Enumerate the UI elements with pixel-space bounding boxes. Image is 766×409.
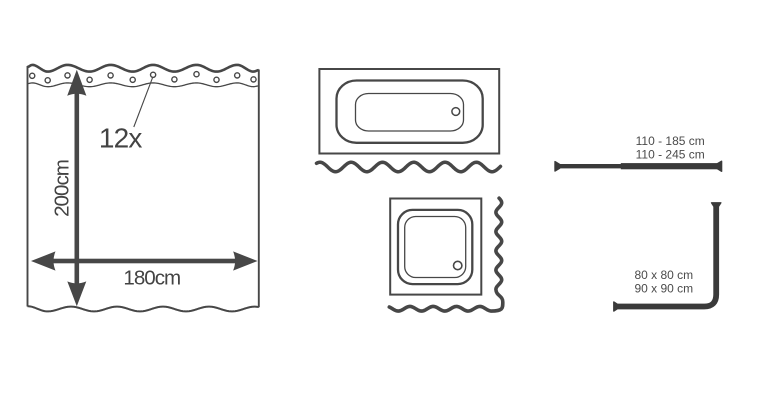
svg-text:180cm: 180cm [123, 267, 180, 290]
svg-text:200cm: 200cm [50, 160, 73, 217]
svg-text:80 x 80 cm: 80 x 80 cm [634, 268, 693, 282]
svg-text:110 - 185 cm: 110 - 185 cm [636, 134, 705, 148]
svg-text:110 - 245 cm: 110 - 245 cm [636, 148, 705, 162]
svg-text:12x: 12x [99, 123, 143, 154]
svg-text:90 x 90 cm: 90 x 90 cm [634, 281, 693, 295]
